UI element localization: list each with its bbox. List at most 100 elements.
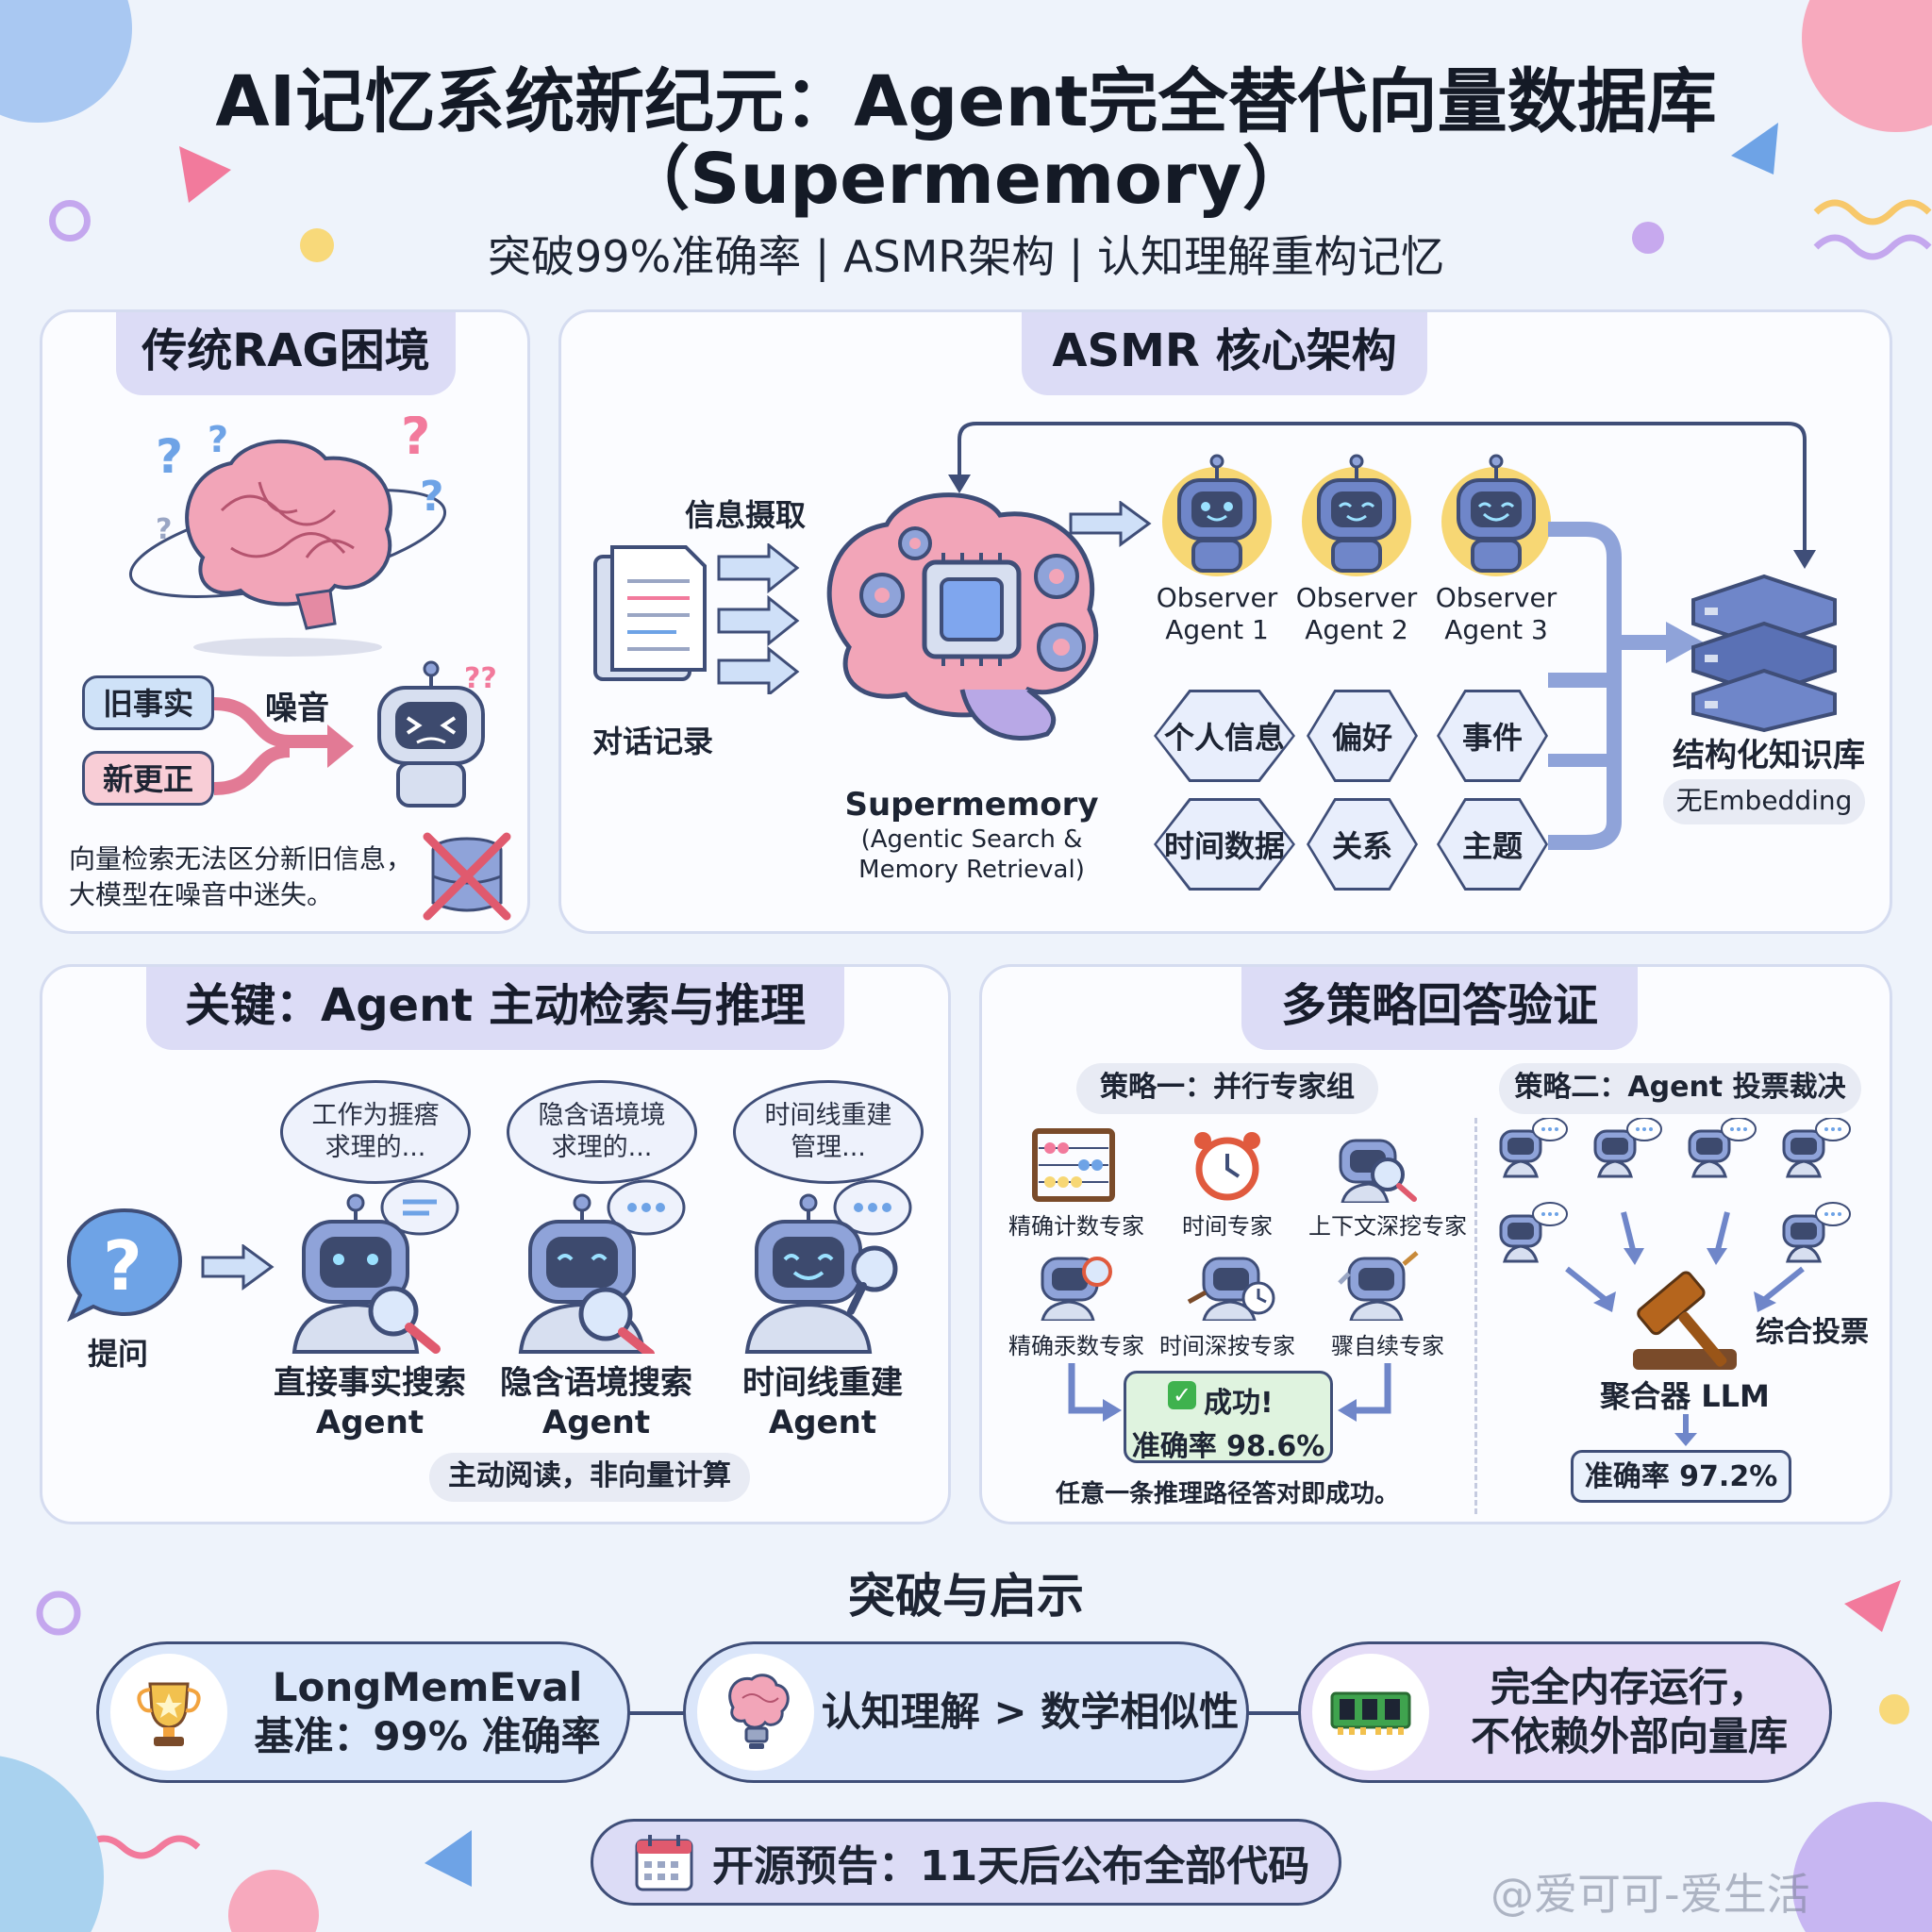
supermemory-sub2: Memory Retrieval) xyxy=(858,856,1085,884)
category-event: 事件 xyxy=(1437,690,1548,782)
insight-card-memory: 完全内存运行， 不依赖外部向量库 xyxy=(1298,1641,1832,1783)
active-reading-note: 主动阅读，非向量计算 xyxy=(429,1453,750,1502)
expert-label-2: 时间专家 xyxy=(1182,1213,1273,1240)
ram-chip-icon xyxy=(1312,1654,1429,1771)
agent-2-label: 隐含语境搜索 Agent xyxy=(500,1364,692,1441)
noise-label: 噪音 xyxy=(265,690,329,727)
calendar-icon xyxy=(635,1835,693,1891)
context-expert-robot-icon xyxy=(1339,1139,1417,1203)
time-deep-expert-robot-icon xyxy=(1187,1257,1275,1321)
question-bubble-icon: ? xyxy=(66,1208,183,1323)
rag-caption-line2: 大模型在噪音中迷失。 xyxy=(69,879,334,910)
agent-3-label: 时间线重建 Agent xyxy=(742,1364,903,1441)
svg-text:??: ?? xyxy=(464,662,497,695)
svg-text:?: ? xyxy=(103,1226,142,1306)
card1-line1: LongMemEval xyxy=(272,1664,583,1710)
vote-label: 综合投票 xyxy=(1756,1316,1869,1349)
success-rate: 准确率 98.6% xyxy=(1131,1430,1325,1463)
confused-brain-icon: ? ? ? ? ? xyxy=(128,416,447,657)
asmr-panel-tab: ASMR 核心架构 xyxy=(1022,312,1427,395)
decor-ring-left xyxy=(49,200,91,242)
page-title-line2: （Supermemory） xyxy=(620,139,1312,220)
svg-text:?: ? xyxy=(420,473,444,521)
strategy-divider xyxy=(1474,1118,1477,1514)
expert-label-3: 上下文深挖专家 xyxy=(1308,1213,1467,1240)
expert-label-6: 骤自续专家 xyxy=(1331,1333,1444,1359)
observer-1-label: Observer Agent 1 xyxy=(1156,582,1278,645)
svg-text:?: ? xyxy=(156,513,172,546)
insight-card-cognition: 认知理解 > 数学相似性 xyxy=(683,1641,1249,1783)
card3-line1: 完全内存运行， xyxy=(1490,1664,1768,1710)
thought-bubble-1: 工作为捱瘩求理的... xyxy=(280,1080,471,1184)
expert-label-1: 精确计数专家 xyxy=(1008,1213,1144,1240)
tool-expert-robot-icon xyxy=(1338,1251,1419,1321)
new-fact-label: 新更正 xyxy=(82,751,214,806)
merge-to-kb-arrow xyxy=(1548,522,1704,850)
confused-robot-icon: ?? xyxy=(377,660,497,808)
strategy-panel-tab: 多策略回答验证 xyxy=(1241,967,1638,1050)
svg-text:?: ? xyxy=(208,419,228,460)
expert-label-5: 时间深按专家 xyxy=(1159,1333,1295,1359)
card1-line2: 基准：99% 准确率 xyxy=(254,1713,601,1759)
insight-card-longmemeval: LongMemEval 基准：99% 准确率 xyxy=(96,1641,630,1783)
insights-title: 突破与启示 xyxy=(848,1569,1084,1624)
category-preference: 偏好 xyxy=(1307,690,1418,782)
vote-rate-box: 准确率 97.2% xyxy=(1571,1450,1791,1503)
info-extract-label: 信息摄取 xyxy=(684,497,806,533)
voting-robots-icon xyxy=(1499,1118,1852,1263)
page-title: AI记忆系统新纪元：Agent完全替代向量数据库 xyxy=(215,61,1717,142)
decor-dot-purple xyxy=(1632,222,1664,254)
supermemory-brain-icon xyxy=(826,492,1099,741)
observer-robot-3-icon xyxy=(1441,454,1551,576)
thought-bubble-2: 隐含语境境求理的... xyxy=(507,1080,697,1184)
to-observers-arrow xyxy=(1069,501,1152,547)
asmr-panel: ASMR 核心架构 信息摄取 对话记录 xyxy=(558,309,1892,934)
vote-arrows xyxy=(1565,1211,1805,1312)
svg-text:?: ? xyxy=(156,429,183,484)
supermemory-sub1: (Agentic Search & xyxy=(860,825,1083,854)
rag-panel-tab: 传统RAG困境 xyxy=(116,312,456,395)
open-source-banner: 开源预告：11天后公布全部代码 xyxy=(591,1819,1341,1906)
thought-tails xyxy=(380,1179,912,1236)
watermark: @爱可可-爱生活 xyxy=(1491,1869,1810,1920)
timeline-robot-icon xyxy=(744,1193,898,1354)
supermemory-name: Supermemory xyxy=(844,786,1099,824)
context-search-robot-icon xyxy=(518,1193,655,1354)
page-subtitle: 突破99%准确率 | ASMR架构 | 认知理解重构记忆 xyxy=(487,231,1445,282)
observer-robot-2-icon xyxy=(1302,454,1411,576)
feedback-loop-arrow xyxy=(948,422,1816,569)
kb-badge: 无Embedding xyxy=(1663,779,1865,824)
question-label: 提问 xyxy=(87,1336,148,1372)
rag-caption-line1: 向量检索无法区分新旧信息， xyxy=(69,843,413,874)
success-box: ✓ 成功! 准确率 98.6% xyxy=(1124,1371,1333,1463)
merge-arrow xyxy=(214,697,354,795)
success-title: 成功! xyxy=(1204,1387,1274,1420)
aggregator-label: 聚合器 LLM xyxy=(1600,1378,1770,1414)
decor-dot-yellow xyxy=(300,228,334,262)
fact-search-robot-icon xyxy=(291,1193,441,1354)
gavel-icon xyxy=(1633,1271,1737,1370)
ingest-arrows xyxy=(717,543,800,694)
observer-3-label: Observer Agent 3 xyxy=(1435,582,1557,645)
document-icon xyxy=(593,545,707,681)
trophy-icon xyxy=(110,1654,227,1771)
check-icon: ✓ xyxy=(1168,1381,1196,1409)
category-time-data: 时间数据 xyxy=(1154,798,1295,891)
observer-2-label: Observer Agent 2 xyxy=(1295,582,1418,645)
strategy-2-label: 策略二：Agent 投票裁决 xyxy=(1499,1063,1861,1114)
success-note: 任意一条推理路径答对即成功。 xyxy=(1055,1480,1399,1508)
expert-label-4: 精确汞数专家 xyxy=(1008,1333,1144,1359)
category-topic: 主题 xyxy=(1437,798,1548,891)
brain-bulb-icon xyxy=(697,1654,814,1771)
abacus-icon xyxy=(1032,1128,1115,1202)
crossed-database-icon xyxy=(423,832,511,921)
card2-text: 认知理解 > 数学相似性 xyxy=(821,1689,1240,1735)
old-fact-label: 旧事实 xyxy=(82,675,214,730)
dialog-record-label: 对话记录 xyxy=(591,724,713,759)
strategy-1-label: 策略一：并行专家组 xyxy=(1076,1063,1378,1114)
agent-1-label: 直接事实搜索 Agent xyxy=(274,1364,466,1441)
agent-panel: 关键：Agent 主动检索与推理 ? 提问 工作为捱瘩求理的... 隐含语境境求… xyxy=(40,964,951,1524)
counting-expert-robot-icon xyxy=(1041,1257,1112,1321)
success-flow-arrows xyxy=(1068,1363,1391,1422)
observer-robot-1-icon xyxy=(1162,454,1272,576)
